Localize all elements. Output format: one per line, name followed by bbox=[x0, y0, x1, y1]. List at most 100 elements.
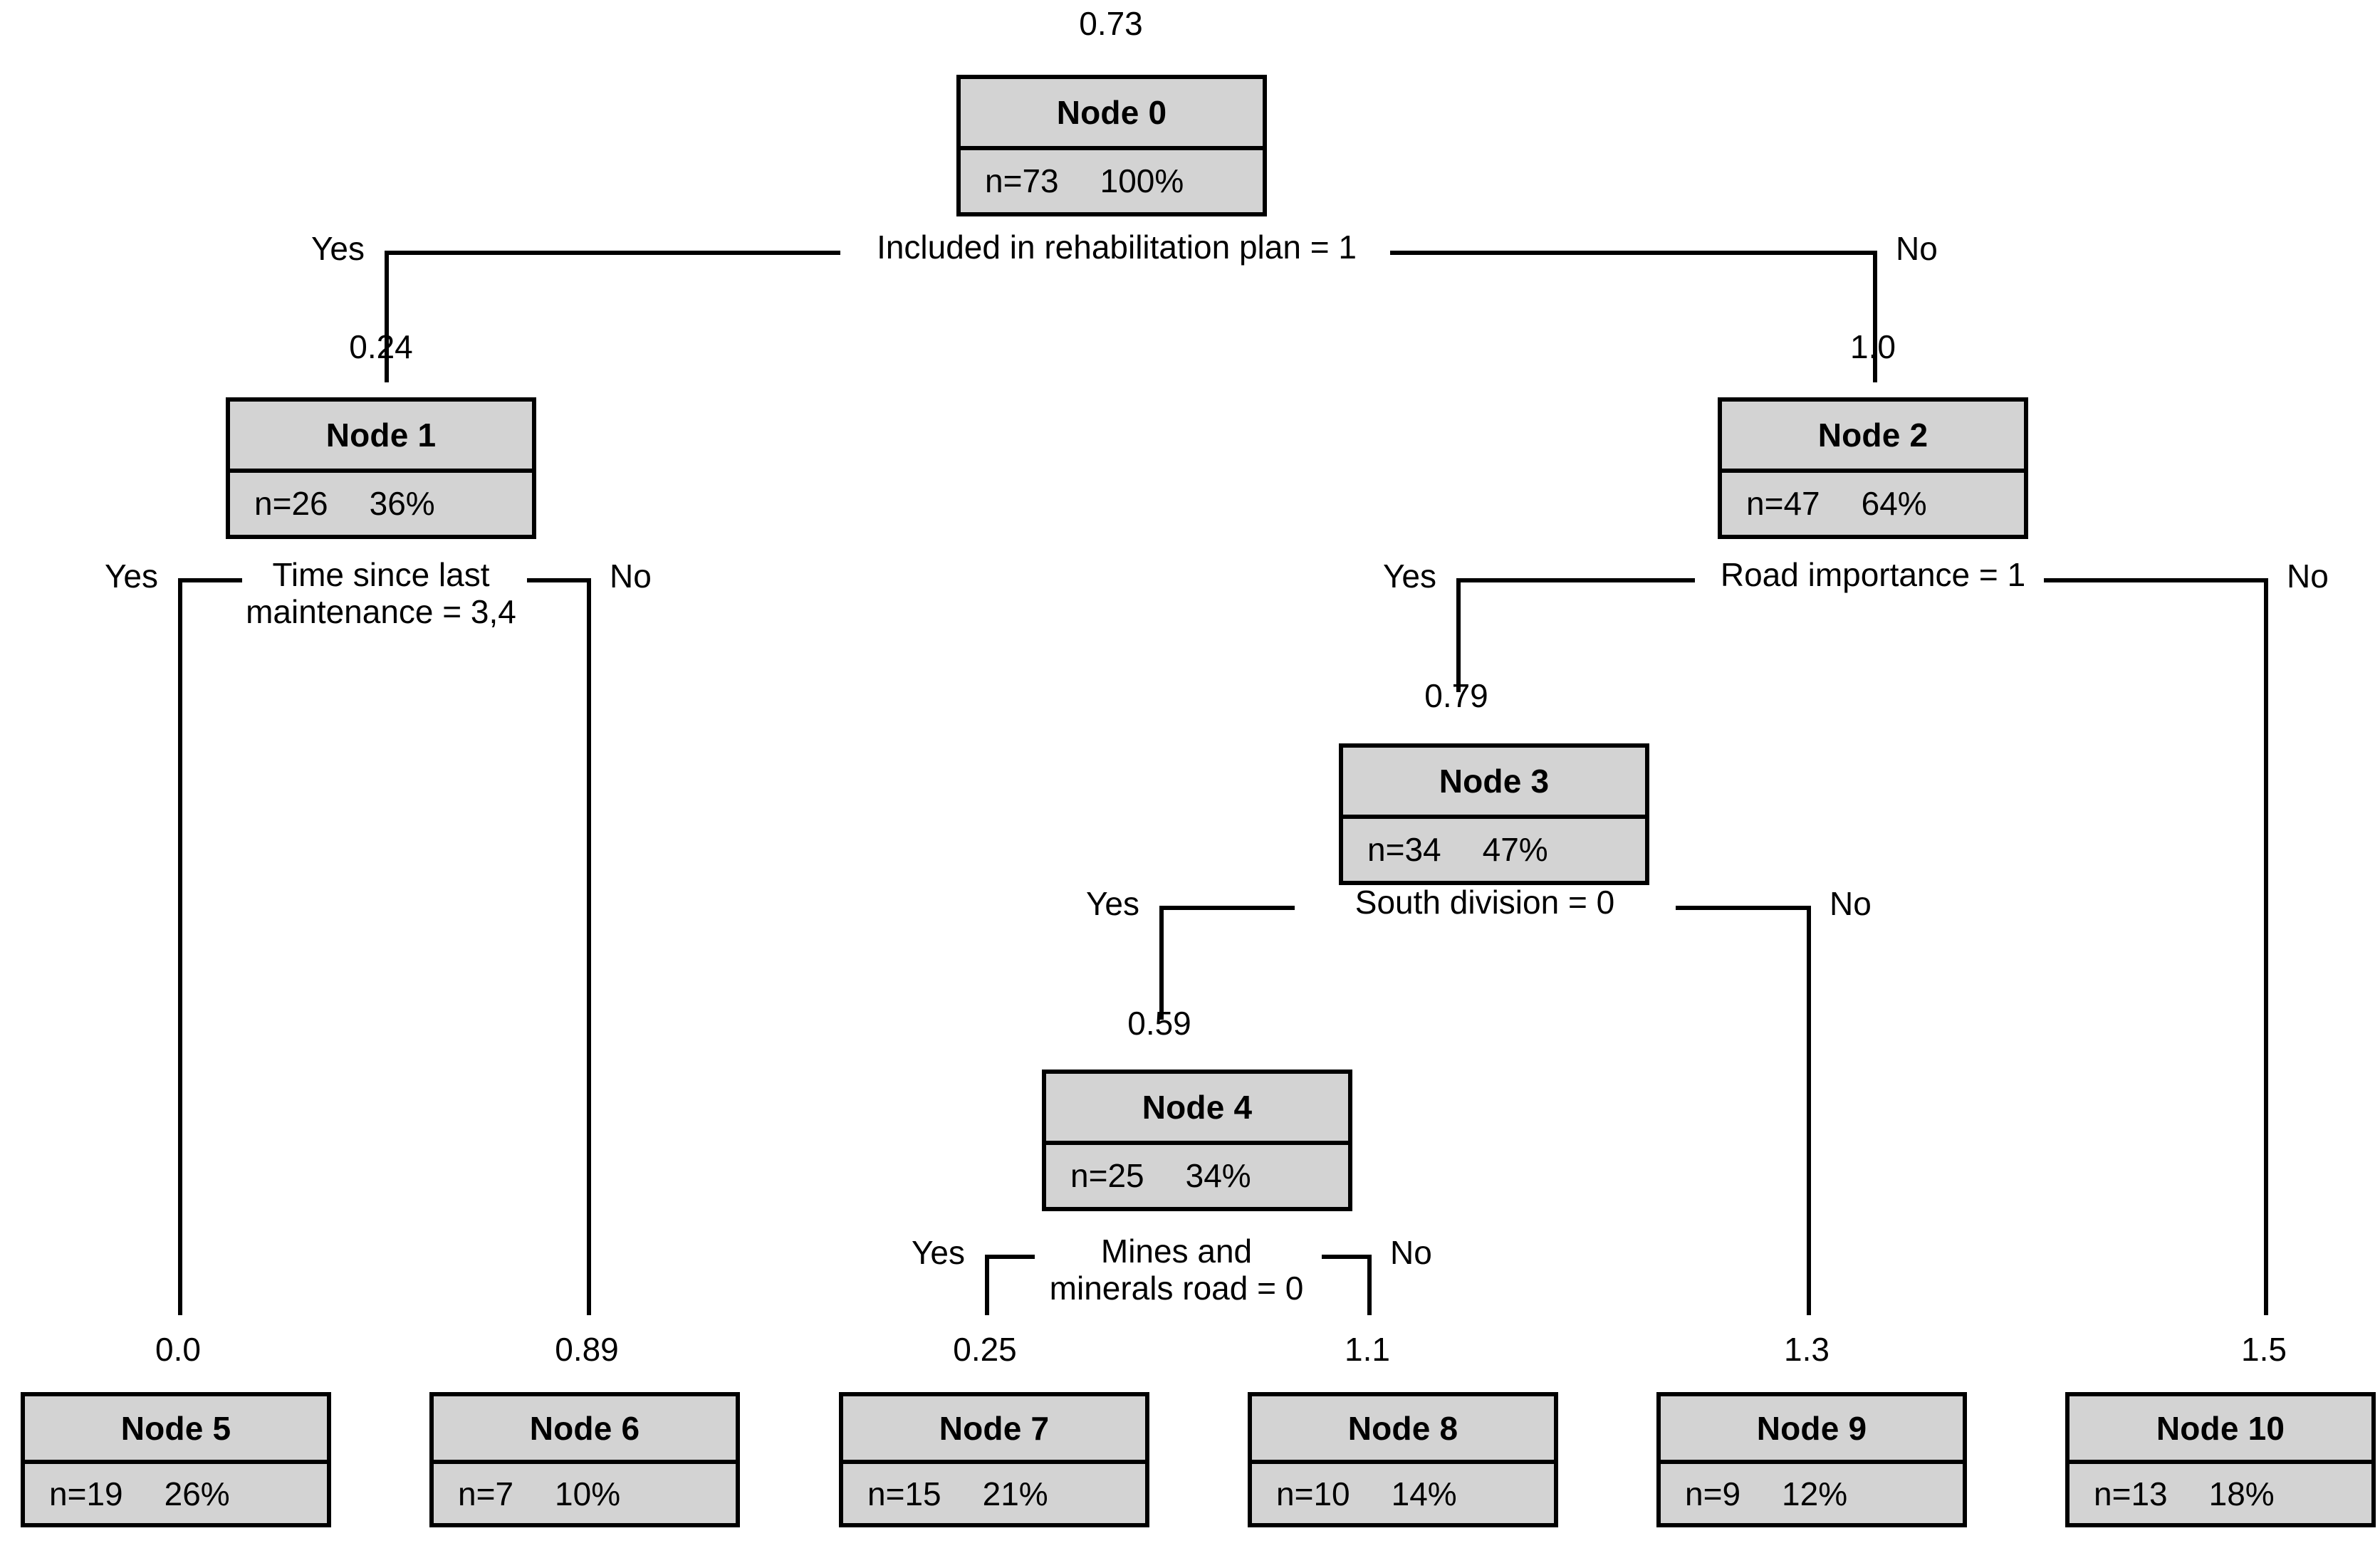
split-3-no-label: No bbox=[1830, 885, 1872, 922]
split-3-drop-yes bbox=[1159, 906, 1164, 1020]
split-2-no-label: No bbox=[2287, 558, 2329, 595]
split-1-no-label: No bbox=[610, 558, 652, 595]
node-8-percent: 14% bbox=[1391, 1475, 1457, 1512]
node-9-stats: n=9 12% bbox=[1661, 1464, 1963, 1523]
node6-fitted-value: 0.89 bbox=[555, 1331, 619, 1368]
node0-fitted-value: 0.73 bbox=[1079, 5, 1143, 42]
split-2-question: Road importance = 1 bbox=[1720, 556, 2026, 593]
node4-fitted-value: 0.59 bbox=[1127, 1005, 1191, 1042]
split-2-rail-right bbox=[2044, 578, 2268, 582]
node-1-title: Node 1 bbox=[230, 402, 532, 473]
node5-fitted-value: 0.0 bbox=[155, 1331, 201, 1368]
node-0[interactable]: Node 0 n=73 100% bbox=[956, 75, 1267, 216]
split-0-no-label: No bbox=[1896, 230, 1938, 267]
node-5-title: Node 5 bbox=[25, 1396, 327, 1464]
split-1-rail-right bbox=[527, 578, 591, 582]
node-2[interactable]: Node 2 n=47 64% bbox=[1718, 397, 2028, 539]
node-5-percent: 26% bbox=[164, 1475, 230, 1512]
split-4-rail-left bbox=[985, 1255, 1035, 1259]
node-7-count: n=15 bbox=[867, 1475, 941, 1512]
node8-fitted-value: 1.1 bbox=[1345, 1331, 1390, 1368]
node-0-count: n=73 bbox=[985, 162, 1059, 200]
split-1-question: Time since last maintenance = 3,4 bbox=[246, 556, 516, 630]
node-3-title: Node 3 bbox=[1343, 748, 1645, 819]
node-2-count: n=47 bbox=[1746, 485, 1820, 523]
split-3-rail-left bbox=[1159, 906, 1295, 910]
split-2-drop-no bbox=[2264, 578, 2268, 1315]
split-0-yes-label: Yes bbox=[310, 230, 365, 267]
node-10-stats: n=13 18% bbox=[2070, 1464, 2371, 1523]
node10-fitted-value: 1.5 bbox=[2241, 1331, 2287, 1368]
node-4-count: n=25 bbox=[1070, 1157, 1144, 1195]
node-3-percent: 47% bbox=[1482, 831, 1548, 869]
node-9-percent: 12% bbox=[1782, 1475, 1848, 1512]
node-9-count: n=9 bbox=[1685, 1475, 1741, 1512]
split-0-drop-no bbox=[1873, 251, 1877, 382]
node-7[interactable]: Node 7 n=15 21% bbox=[839, 1392, 1149, 1527]
split-4-rail-right bbox=[1322, 1255, 1372, 1259]
node-1-count: n=26 bbox=[254, 485, 328, 523]
split-2-rail-left bbox=[1456, 578, 1695, 582]
node-4[interactable]: Node 4 n=25 34% bbox=[1042, 1070, 1352, 1211]
split-4-drop-yes bbox=[985, 1255, 989, 1315]
node-4-title: Node 4 bbox=[1046, 1074, 1348, 1145]
split-3-rail-right bbox=[1676, 906, 1811, 910]
node-3-stats: n=34 47% bbox=[1343, 819, 1645, 882]
node-1-percent: 36% bbox=[369, 485, 435, 523]
split-4-no-label: No bbox=[1390, 1234, 1432, 1271]
node-10-count: n=13 bbox=[2094, 1475, 2168, 1512]
node-1-stats: n=26 36% bbox=[230, 473, 532, 535]
node-6-stats: n=7 10% bbox=[434, 1464, 736, 1523]
node-2-stats: n=47 64% bbox=[1722, 473, 2024, 535]
node3-fitted-value: 0.79 bbox=[1424, 677, 1488, 714]
node-0-title: Node 0 bbox=[961, 79, 1263, 150]
node-10[interactable]: Node 10 n=13 18% bbox=[2065, 1392, 2376, 1527]
node-5[interactable]: Node 5 n=19 26% bbox=[21, 1392, 331, 1527]
split-1-drop-no bbox=[587, 578, 591, 1315]
node-6[interactable]: Node 6 n=7 10% bbox=[429, 1392, 740, 1527]
node-7-title: Node 7 bbox=[843, 1396, 1145, 1464]
node-8-title: Node 8 bbox=[1252, 1396, 1554, 1464]
split-0-drop-yes bbox=[385, 251, 389, 382]
node-8-count: n=10 bbox=[1276, 1475, 1350, 1512]
node-2-percent: 64% bbox=[1861, 485, 1927, 523]
split-0-rail-left bbox=[385, 251, 840, 255]
split-2-yes-label: Yes bbox=[1382, 558, 1436, 595]
split-1-yes-label: Yes bbox=[104, 558, 158, 595]
node-6-title: Node 6 bbox=[434, 1396, 736, 1464]
node-10-title: Node 10 bbox=[2070, 1396, 2371, 1464]
split-3-drop-no bbox=[1807, 906, 1811, 1315]
node-2-title: Node 2 bbox=[1722, 402, 2024, 473]
node-8-stats: n=10 14% bbox=[1252, 1464, 1554, 1523]
node-4-percent: 34% bbox=[1185, 1157, 1251, 1195]
split-0-rail-right bbox=[1390, 251, 1877, 255]
node-0-percent: 100% bbox=[1100, 162, 1184, 200]
node7-fitted-value: 0.25 bbox=[953, 1331, 1017, 1368]
node-5-stats: n=19 26% bbox=[25, 1464, 327, 1523]
node-4-stats: n=25 34% bbox=[1046, 1145, 1348, 1208]
node2-fitted-value: 1.0 bbox=[1850, 328, 1896, 365]
split-0-question: Included in rehabilitation plan = 1 bbox=[877, 229, 1357, 266]
node-9-title: Node 9 bbox=[1661, 1396, 1963, 1464]
node-6-count: n=7 bbox=[458, 1475, 514, 1512]
node-7-stats: n=15 21% bbox=[843, 1464, 1145, 1523]
node-10-percent: 18% bbox=[2208, 1475, 2275, 1512]
node-9[interactable]: Node 9 n=9 12% bbox=[1656, 1392, 1967, 1527]
node-3[interactable]: Node 3 n=34 47% bbox=[1339, 743, 1649, 885]
split-4-drop-no bbox=[1367, 1255, 1372, 1315]
node-3-count: n=34 bbox=[1367, 831, 1441, 869]
split-4-yes-label: Yes bbox=[911, 1234, 965, 1271]
node9-fitted-value: 1.3 bbox=[1784, 1331, 1830, 1368]
node-5-count: n=19 bbox=[49, 1475, 123, 1512]
node-6-percent: 10% bbox=[555, 1475, 621, 1512]
node-1[interactable]: Node 1 n=26 36% bbox=[226, 397, 536, 539]
node-8[interactable]: Node 8 n=10 14% bbox=[1248, 1392, 1558, 1527]
split-4-question: Mines and minerals road = 0 bbox=[1049, 1233, 1304, 1307]
split-2-drop-yes bbox=[1456, 578, 1461, 692]
node1-fitted-value: 0.24 bbox=[349, 328, 413, 365]
node-7-percent: 21% bbox=[982, 1475, 1048, 1512]
split-1-rail-left bbox=[178, 578, 242, 582]
node-0-stats: n=73 100% bbox=[961, 150, 1263, 213]
split-3-yes-label: Yes bbox=[1085, 885, 1139, 922]
